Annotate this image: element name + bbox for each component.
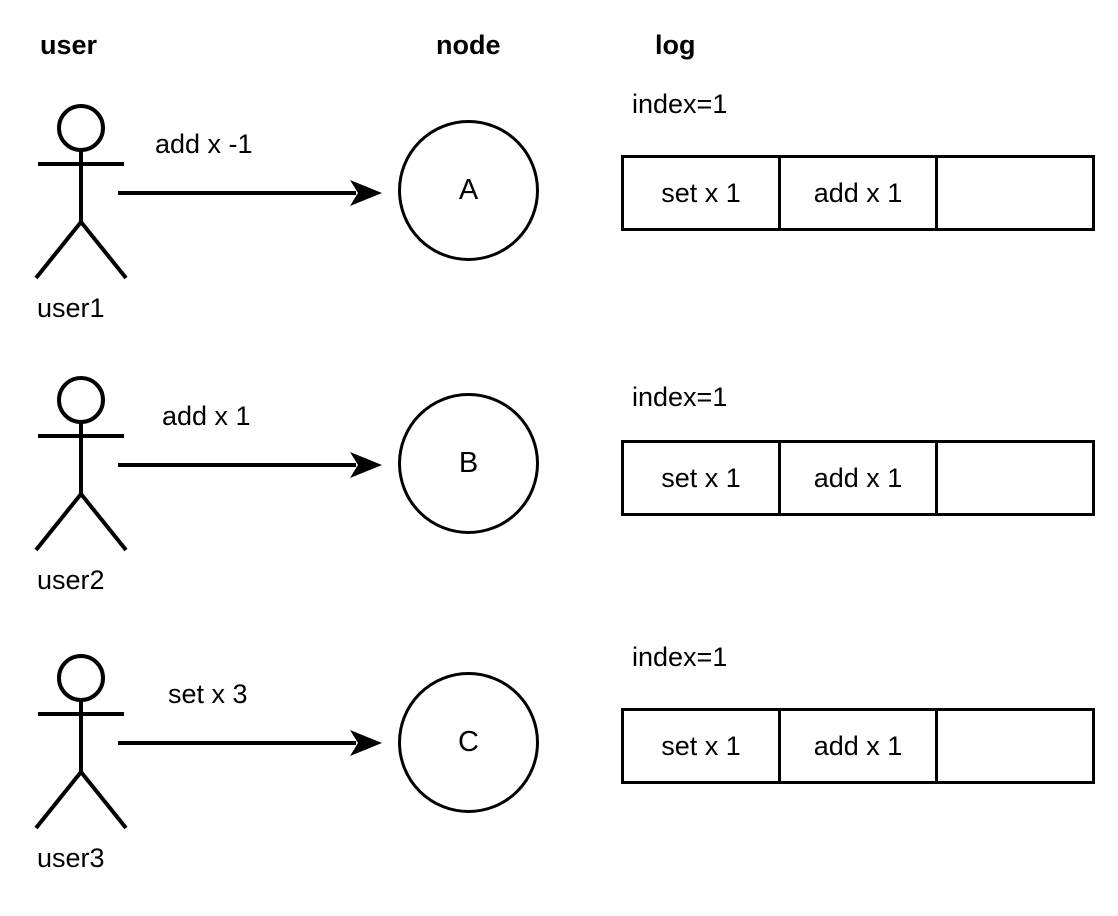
stick-figure-icon: [34, 104, 128, 280]
actor-user3[interactable]: [30, 648, 130, 830]
actor-label-user3: user3: [37, 843, 105, 873]
message-label-row1: add x -1: [155, 129, 253, 159]
stick-figure-icon: [34, 654, 128, 830]
message-label-row3: set x 3: [168, 679, 248, 709]
right-arrow-icon: [118, 730, 382, 756]
actor-label-user1: user1: [37, 293, 105, 323]
log-cell[interactable]: [938, 443, 1092, 513]
log-table-row2: set x 1 add x 1: [621, 440, 1095, 516]
log-cell[interactable]: [938, 711, 1092, 781]
node-label-a: A: [458, 174, 479, 206]
stick-figure-icon: [34, 376, 128, 552]
log-table-row3: set x 1 add x 1: [621, 708, 1095, 784]
log-cell[interactable]: add x 1: [781, 711, 938, 781]
log-cell[interactable]: add x 1: [781, 158, 938, 228]
log-table-row1: set x 1 add x 1: [621, 155, 1095, 231]
message-arrow-row1: [118, 178, 384, 208]
node-label-b: B: [458, 447, 479, 479]
column-header-log: log: [655, 30, 696, 60]
log-index-row1: index=1: [632, 89, 728, 119]
message-arrow-row2: [118, 450, 384, 480]
log-index-row3: index=1: [632, 642, 728, 672]
log-cell[interactable]: [938, 158, 1092, 228]
actor-user2[interactable]: [30, 370, 130, 552]
log-cell[interactable]: add x 1: [781, 443, 938, 513]
column-header-user: user: [40, 30, 98, 60]
log-index-row2: index=1: [632, 382, 728, 412]
message-arrow-row3: [118, 728, 384, 758]
actor-label-user2: user2: [37, 565, 105, 595]
message-label-row2: add x 1: [162, 401, 251, 431]
node-label-c: C: [458, 726, 479, 758]
log-cell[interactable]: set x 1: [624, 711, 781, 781]
log-cell[interactable]: set x 1: [624, 443, 781, 513]
log-cell[interactable]: set x 1: [624, 158, 781, 228]
node-circle-b[interactable]: B: [398, 393, 539, 534]
right-arrow-icon: [118, 180, 382, 206]
actor-user1[interactable]: [30, 98, 130, 280]
node-circle-c[interactable]: C: [398, 672, 539, 813]
node-circle-a[interactable]: A: [398, 120, 539, 261]
right-arrow-icon: [118, 452, 382, 478]
column-header-node: node: [436, 30, 501, 60]
